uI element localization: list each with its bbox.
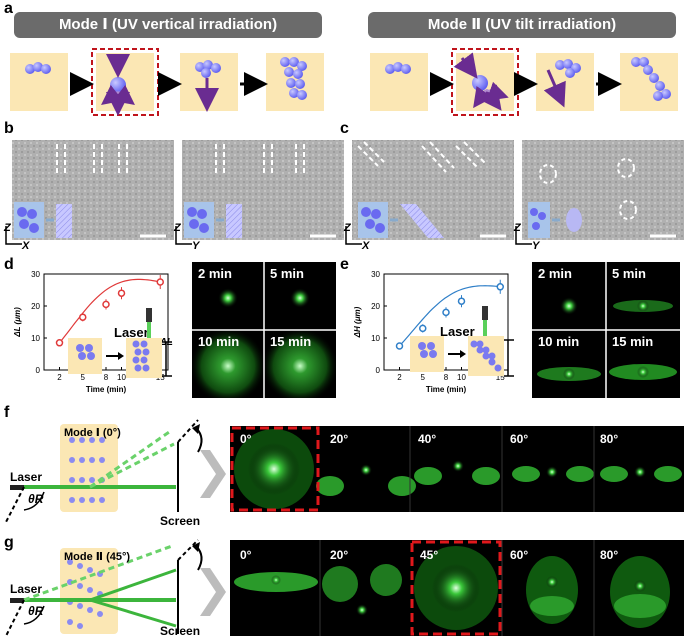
f-angle-0: 0°	[240, 432, 252, 446]
panel-a-letter: a	[4, 0, 13, 17]
c1-axis-x: X	[362, 240, 370, 252]
c1-axis-z: Z	[344, 222, 351, 234]
e-xtick-label: 10	[457, 373, 466, 382]
d-time-5: 5 min	[270, 266, 304, 281]
e-data-point	[457, 297, 466, 305]
d-xtick-label: 8	[104, 373, 109, 382]
e-data-point	[442, 308, 450, 317]
g-projection-arrow	[200, 568, 226, 616]
sem-images	[5, 140, 684, 245]
g-angle-20: 20°	[330, 548, 349, 562]
e-ytick-label: 20	[371, 302, 380, 311]
d-ytick-label: 20	[31, 302, 40, 311]
d-data-point	[55, 339, 64, 347]
e-time-10: 10 min	[538, 334, 580, 349]
b2-axis-z: Z	[174, 222, 181, 234]
d-laser-label: Laser	[114, 325, 149, 340]
mode2-header: Mode Ⅱ (UV tilt irradiation)	[368, 12, 676, 38]
d-ytick-label: 30	[31, 270, 40, 279]
e-data-point	[395, 342, 404, 350]
f-projection-arrow	[200, 450, 226, 498]
e-ylabel: ΔH (μm)	[353, 306, 362, 338]
f-mode-label: Mode Ⅰ (0°)	[64, 427, 121, 439]
d-data-point	[79, 313, 87, 321]
g-angle-45: 45°	[420, 548, 439, 562]
d-xtick-label: 10	[117, 373, 126, 382]
d-ytick-label: 0	[36, 366, 41, 375]
e-xtick-label: 5	[421, 373, 426, 382]
b1-axis-x: X	[22, 240, 30, 252]
e-ytick-label: 30	[371, 270, 380, 279]
f-laser-label: Laser	[10, 470, 43, 484]
f-screen-label: Screen	[160, 514, 201, 528]
c2-axis-y: Y	[532, 240, 540, 252]
g-pattern-strip	[230, 540, 684, 636]
d-xlabel: Time (min)	[86, 385, 127, 394]
b2-axis-y: Y	[192, 240, 200, 252]
diagram-g	[5, 539, 203, 637]
mode-schematics	[10, 48, 678, 116]
d-series-line	[59, 278, 161, 344]
panel-g-letter: g	[4, 534, 14, 551]
m1-cell-1	[10, 53, 68, 111]
e-series-line	[399, 285, 501, 347]
d-data-point	[156, 278, 164, 286]
f-pattern-strip	[230, 426, 684, 512]
d-xtick-label: 2	[57, 373, 62, 382]
panel-e-letter: e	[340, 256, 349, 273]
d-data-point	[117, 289, 126, 297]
e-ytick-label: 0	[376, 366, 381, 375]
g-mode-label: Mode Ⅱ (45°)	[64, 551, 131, 563]
f-theta-label: θR	[28, 492, 44, 506]
panel-b-letter: b	[4, 120, 14, 137]
e-xlabel: Time (min)	[426, 385, 467, 394]
d-data-point	[102, 300, 110, 309]
f-angle-40: 40°	[418, 432, 437, 446]
panel-f-letter: f	[4, 404, 10, 421]
d-time-15: 15 min	[270, 334, 312, 349]
panel-d-letter: d	[4, 256, 14, 273]
g-laser-label: Laser	[10, 582, 43, 596]
e-time-2: 2 min	[538, 266, 572, 281]
d-time-10: 10 min	[198, 334, 240, 349]
g-angle-60: 60°	[510, 548, 529, 562]
mode1-header: Mode Ⅰ (UV vertical irradiation)	[14, 12, 322, 38]
c2-axis-z: Z	[514, 222, 521, 234]
m2-cell-4	[620, 53, 678, 111]
e-data-point	[496, 283, 504, 291]
b1-axis-z: Z	[4, 222, 11, 234]
d-ytick-label: 10	[31, 334, 40, 343]
g-angle-0: 0°	[240, 548, 252, 562]
e-time-5: 5 min	[612, 266, 646, 281]
d-ylabel: ΔL (μm)	[13, 307, 22, 338]
diagram-f	[5, 419, 203, 523]
e-time-15: 15 min	[612, 334, 654, 349]
e-pattern-grid	[532, 262, 680, 398]
panel-c-letter: c	[340, 120, 349, 137]
e-ytick-label: 10	[371, 334, 380, 343]
e-data-point	[419, 324, 427, 333]
d-time-2: 2 min	[198, 266, 232, 281]
e-xtick-label: 8	[444, 373, 449, 382]
g-angle-80: 80°	[600, 548, 619, 562]
e-laser-label: Laser	[440, 324, 475, 339]
f-angle-20: 20°	[330, 432, 349, 446]
g-theta-label: θR	[28, 604, 44, 618]
e-inset	[410, 306, 514, 377]
e-xtick-label: 2	[397, 373, 402, 382]
e-xtick-label: 15	[496, 373, 505, 382]
m2-cell-1	[370, 53, 428, 111]
g-screen-label: Screen	[160, 624, 201, 638]
d-xtick-label: 5	[81, 373, 86, 382]
d-pattern-grid	[192, 262, 336, 398]
f-angle-60: 60°	[510, 432, 529, 446]
d-inset	[68, 308, 172, 378]
f-angle-80: 80°	[600, 432, 619, 446]
